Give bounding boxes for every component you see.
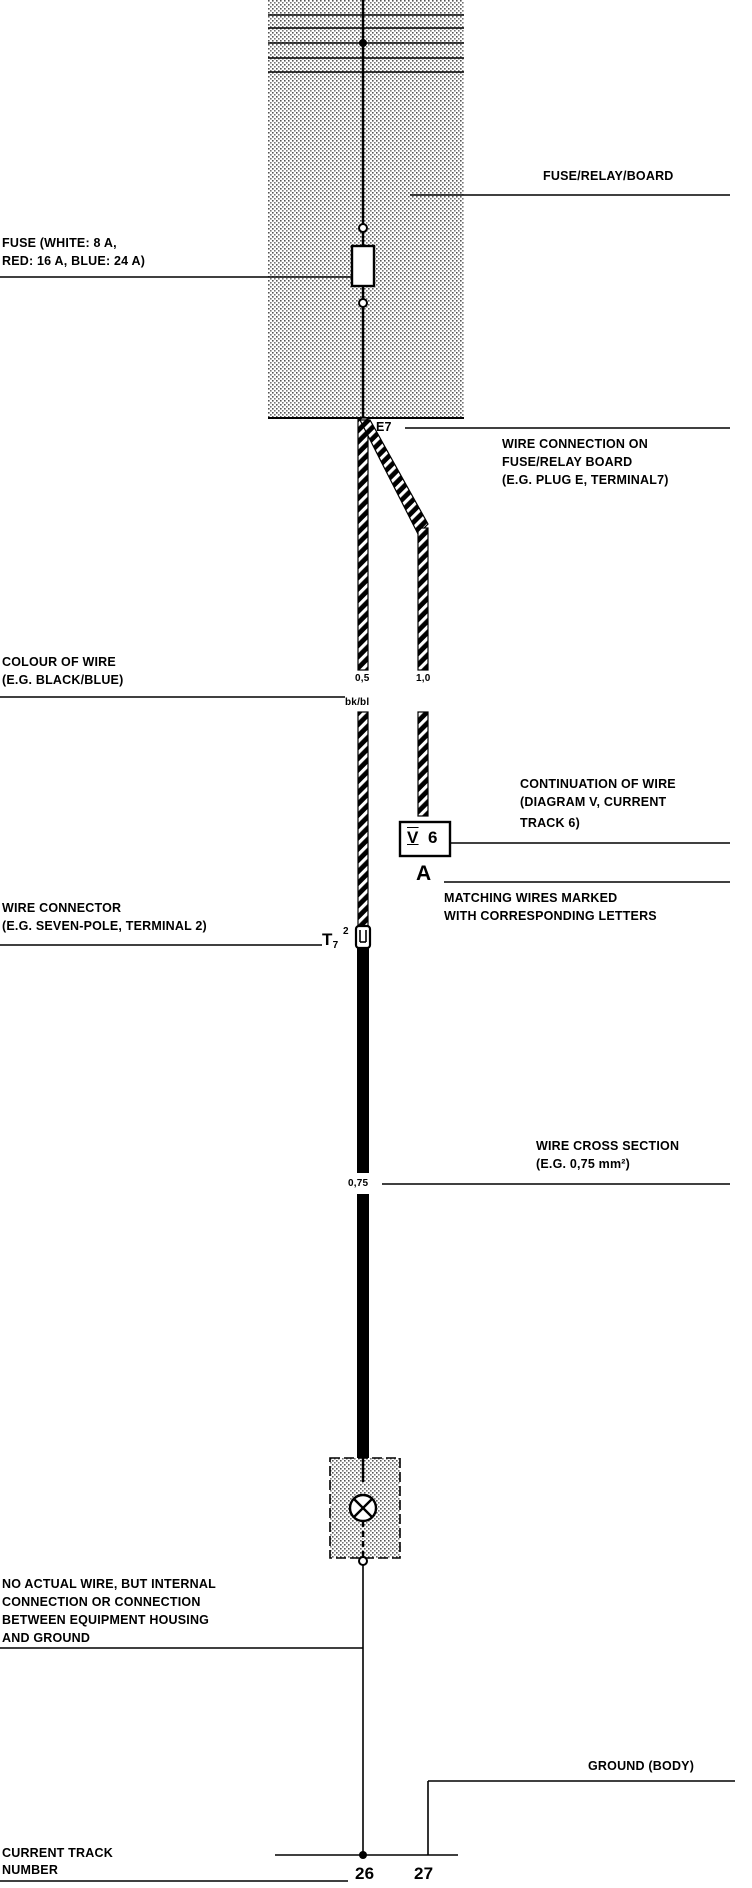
label-wire-connection-line3: (E.G. PLUG E, TERMINAL7) [502,473,669,487]
label-wire-connection-line2: FUSE/RELAY BOARD [502,455,633,469]
label-letter-a: A [416,862,432,885]
wire-1-0-branch-diagonal [359,419,429,536]
label-continuation-line2: (DIAGRAM V, CURRENT [520,795,667,809]
label-fuse-line1: FUSE (WHITE: 8 A, [2,236,117,250]
label-connector-terminal: 2 [343,926,349,937]
label-terminal-e7: E7 [376,420,392,434]
wire-1-0-branch-lower [417,711,429,817]
junction-dot [359,39,367,47]
terminal-circle [358,223,368,233]
lamp-icon [348,1493,378,1523]
label-wire-connection-line1: WIRE CONNECTION ON [502,437,648,451]
wire-0-5-black-blue [357,417,369,671]
label-wire-size-0-5: 0,5 [355,673,370,684]
label-internal-line4: AND GROUND [2,1631,91,1645]
label-connector-line1: WIRE CONNECTOR [2,901,122,915]
label-fuse-line2: RED: 16 A, BLUE: 24 A) [2,254,146,268]
label-internal-line3: BETWEEN EQUIPMENT HOUSING [2,1613,210,1627]
label-matching-line2: WITH CORRESPONDING LETTERS [444,909,657,923]
terminal-circle [358,298,368,308]
wire-connector-symbol [354,924,372,950]
wire-segment-black-blue [357,711,369,927]
label-ground: GROUND (BODY) [588,1759,695,1773]
track-number-27: 27 [414,1864,434,1883]
label-colour-line1: COLOUR OF WIRE [2,655,116,669]
label-continuation-line3: TRACK 6) [520,816,580,830]
label-cross-section-line1: WIRE CROSS SECTION [536,1139,680,1153]
label-internal-line2: CONNECTION OR CONNECTION [2,1595,201,1609]
label-colour-line2: (E.G. BLACK/BLUE) [2,673,124,687]
label-connector-line2: (E.G. SEVEN-POLE, TERMINAL 2) [2,919,207,933]
wire-0-75-black [357,1194,369,1459]
label-track-line2: NUMBER [2,1863,59,1877]
label-track-line1: CURRENT TRACK [2,1846,113,1860]
continuation-box [398,820,452,858]
terminal-circle [358,1556,368,1566]
wire-1-0-branch [417,527,429,671]
wire-0-75-black [357,948,369,1173]
label-matching-line1: MATCHING WIRES MARKED [444,891,618,905]
fuse-symbol [350,244,376,288]
junction-dot [359,1851,367,1859]
track-number-26: 26 [355,1864,375,1883]
label-fuse-relay-board: FUSE/RELAY/BOARD [543,169,674,183]
label-internal-line1: NO ACTUAL WIRE, BUT INTERNAL [2,1577,216,1591]
label-connector-t: T7 [322,930,339,951]
label-cross-section-line2: (E.G. 0,75 mm²) [536,1157,630,1171]
continuation-box-letter: V [407,828,419,847]
label-wire-size-0-75: 0,75 [348,1178,369,1190]
label-wire-size-1-0: 1,0 [416,673,431,684]
continuation-box-number: 6 [428,828,438,847]
fuse-relay-board-block [268,0,464,418]
label-colour-code: bk/bl [345,697,370,708]
label-continuation-line1: CONTINUATION OF WIRE [520,777,676,791]
